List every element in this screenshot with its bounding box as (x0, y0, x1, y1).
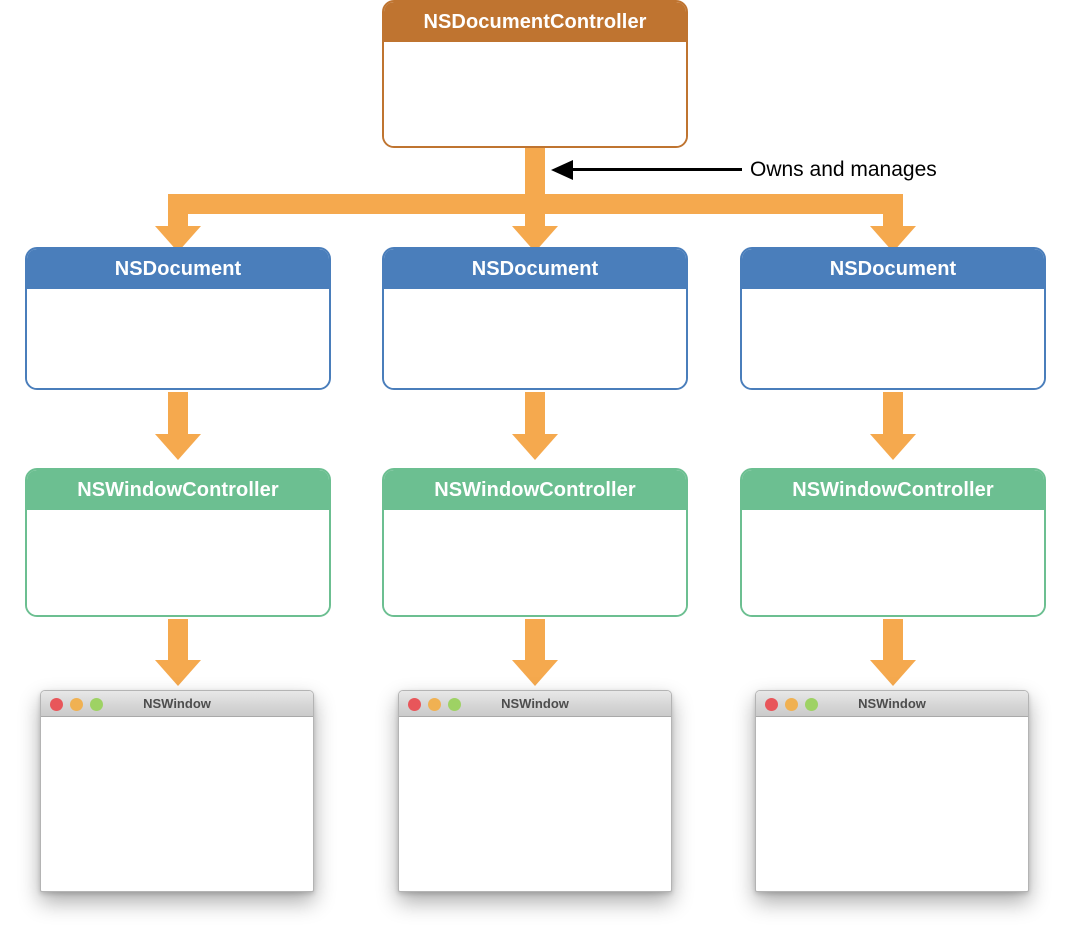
ns-window-title: NSWindow (858, 696, 926, 711)
arrowhead-wincontroller-to-window-col2 (512, 660, 558, 686)
ns-window-titlebar[interactable]: NSWindow (41, 691, 313, 717)
class-box-header-label: NSDocumentController (384, 2, 686, 42)
close-window-icon[interactable] (408, 697, 421, 711)
ns-window-titlebar[interactable]: NSWindow (756, 691, 1028, 717)
class-box-body (27, 510, 329, 615)
class-box-nsdocumentcontroller[interactable]: NSDocumentController (382, 0, 688, 148)
connector-wincontroller-to-window-col2 (525, 619, 545, 660)
callout-leader-line (572, 168, 742, 171)
ns-window-title: NSWindow (143, 696, 211, 711)
ns-window-col3[interactable]: NSWindow (755, 690, 1029, 892)
ns-window-col2[interactable]: NSWindow (398, 690, 672, 892)
connector-drop-col2 (525, 214, 545, 226)
class-box-header-label: NSWindowController (384, 470, 686, 510)
class-box-header-label: NSDocument (742, 249, 1044, 289)
arrowhead-document-to-wincontroller-col2 (512, 434, 558, 460)
class-box-nsdocument-col1[interactable]: NSDocument (25, 247, 331, 390)
callout-label: Owns and manages (750, 158, 937, 181)
close-window-icon[interactable] (765, 697, 778, 711)
connector-wincontroller-to-window-col1 (168, 619, 188, 660)
ns-window-titlebar[interactable]: NSWindow (399, 691, 671, 717)
window-traffic-lights[interactable] (408, 691, 461, 717)
class-box-body (742, 289, 1044, 388)
zoom-window-icon[interactable] (805, 697, 818, 711)
class-box-body (27, 289, 329, 388)
connector-wincontroller-to-window-col3 (883, 619, 903, 660)
ns-window-col1[interactable]: NSWindow (40, 690, 314, 892)
ns-window-content (399, 717, 671, 890)
window-traffic-lights[interactable] (765, 691, 818, 717)
connector-drop-col1 (168, 214, 188, 226)
zoom-window-icon[interactable] (90, 697, 103, 711)
connector-document-to-wincontroller-col1 (168, 392, 188, 434)
close-window-icon[interactable] (50, 697, 63, 711)
arrowhead-document-to-wincontroller-col3 (870, 434, 916, 460)
class-box-header-label: NSWindowController (27, 470, 329, 510)
class-box-header-label: NSWindowController (742, 470, 1044, 510)
minimize-window-icon[interactable] (785, 697, 798, 711)
window-traffic-lights[interactable] (50, 691, 103, 717)
connector-document-to-wincontroller-col3 (883, 392, 903, 434)
class-box-body (742, 510, 1044, 615)
class-box-header-label: NSDocument (384, 249, 686, 289)
minimize-window-icon[interactable] (70, 697, 83, 711)
arrowhead-wincontroller-to-window-col3 (870, 660, 916, 686)
connector-horizontal-bar (168, 194, 903, 214)
zoom-window-icon[interactable] (448, 697, 461, 711)
arrowhead-wincontroller-to-window-col1 (155, 660, 201, 686)
class-box-body (384, 289, 686, 388)
class-box-header-label: NSDocument (27, 249, 329, 289)
callout-arrowhead-icon (551, 160, 573, 180)
class-box-nsdocument-col3[interactable]: NSDocument (740, 247, 1046, 390)
minimize-window-icon[interactable] (428, 697, 441, 711)
class-box-body (384, 42, 686, 146)
connector-drop-col3 (883, 214, 903, 226)
connector-stem-controller (525, 148, 545, 194)
arrowhead-document-to-wincontroller-col1 (155, 434, 201, 460)
class-box-nswindowcontroller-col2[interactable]: NSWindowController (382, 468, 688, 617)
class-box-nswindowcontroller-col3[interactable]: NSWindowController (740, 468, 1046, 617)
class-box-body (384, 510, 686, 615)
class-box-nswindowcontroller-col1[interactable]: NSWindowController (25, 468, 331, 617)
ns-window-content (41, 717, 313, 890)
ns-window-content (756, 717, 1028, 890)
class-box-nsdocument-col2[interactable]: NSDocument (382, 247, 688, 390)
connector-document-to-wincontroller-col2 (525, 392, 545, 434)
ns-window-title: NSWindow (501, 696, 569, 711)
